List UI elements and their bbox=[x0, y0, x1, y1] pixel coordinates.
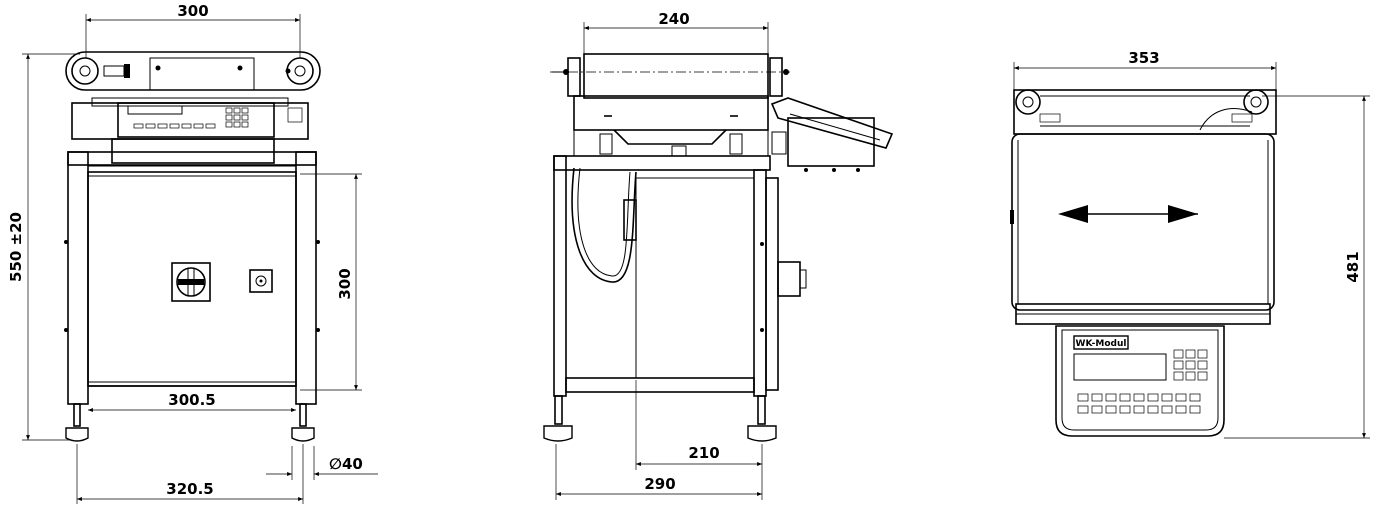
dim-front-foot-diameter: ∅40 bbox=[329, 455, 363, 473]
dim-side-roller-length: 240 bbox=[658, 10, 689, 28]
front-frame bbox=[64, 151, 320, 405]
top-roller-assembly bbox=[1013, 89, 1277, 135]
dim-top-width: 353 bbox=[1128, 49, 1159, 67]
side-cable bbox=[571, 167, 637, 283]
front-keypad bbox=[133, 107, 249, 129]
dim-top-length: 481 bbox=[1344, 251, 1362, 282]
conveying-direction-arrow bbox=[1058, 205, 1198, 223]
top-belt-body bbox=[1010, 133, 1275, 325]
dim-front-top-width: 300 bbox=[177, 2, 208, 20]
dim-side-depth: 290 bbox=[644, 475, 675, 493]
top-dimensions: 353 481 bbox=[1013, 49, 1370, 439]
front-conveyor bbox=[65, 51, 321, 91]
side-terminal bbox=[770, 97, 894, 172]
side-feet bbox=[543, 395, 777, 442]
main-switch bbox=[171, 262, 211, 302]
side-roller bbox=[550, 53, 790, 99]
dim-front-foot-spacing: 320.5 bbox=[166, 480, 213, 498]
front-scale-head bbox=[71, 97, 309, 164]
front-feet bbox=[65, 403, 315, 442]
top-terminal: WK-Modul bbox=[1055, 325, 1225, 437]
dim-front-height: 550 ±20 bbox=[7, 212, 25, 282]
socket bbox=[249, 269, 273, 293]
front-view: 300 550 ±20 300 300.5 320.5 ∅40 bbox=[7, 2, 378, 504]
side-view: 240 210 290 bbox=[543, 10, 894, 500]
dim-front-inner-width: 300.5 bbox=[168, 391, 215, 409]
side-dimensions: 240 210 290 bbox=[555, 10, 769, 500]
side-frame bbox=[553, 155, 807, 397]
front-dimensions: 300 550 ±20 300 300.5 320.5 ∅40 bbox=[7, 2, 378, 504]
top-keypad bbox=[1077, 349, 1208, 414]
terminal-label: WK-Modul bbox=[1076, 339, 1127, 349]
dim-side-foot-offset: 210 bbox=[688, 444, 719, 462]
top-view: WK-Modul bbox=[1010, 49, 1370, 439]
side-scale-head bbox=[573, 95, 769, 157]
dim-front-frame-height: 300 bbox=[336, 268, 354, 299]
